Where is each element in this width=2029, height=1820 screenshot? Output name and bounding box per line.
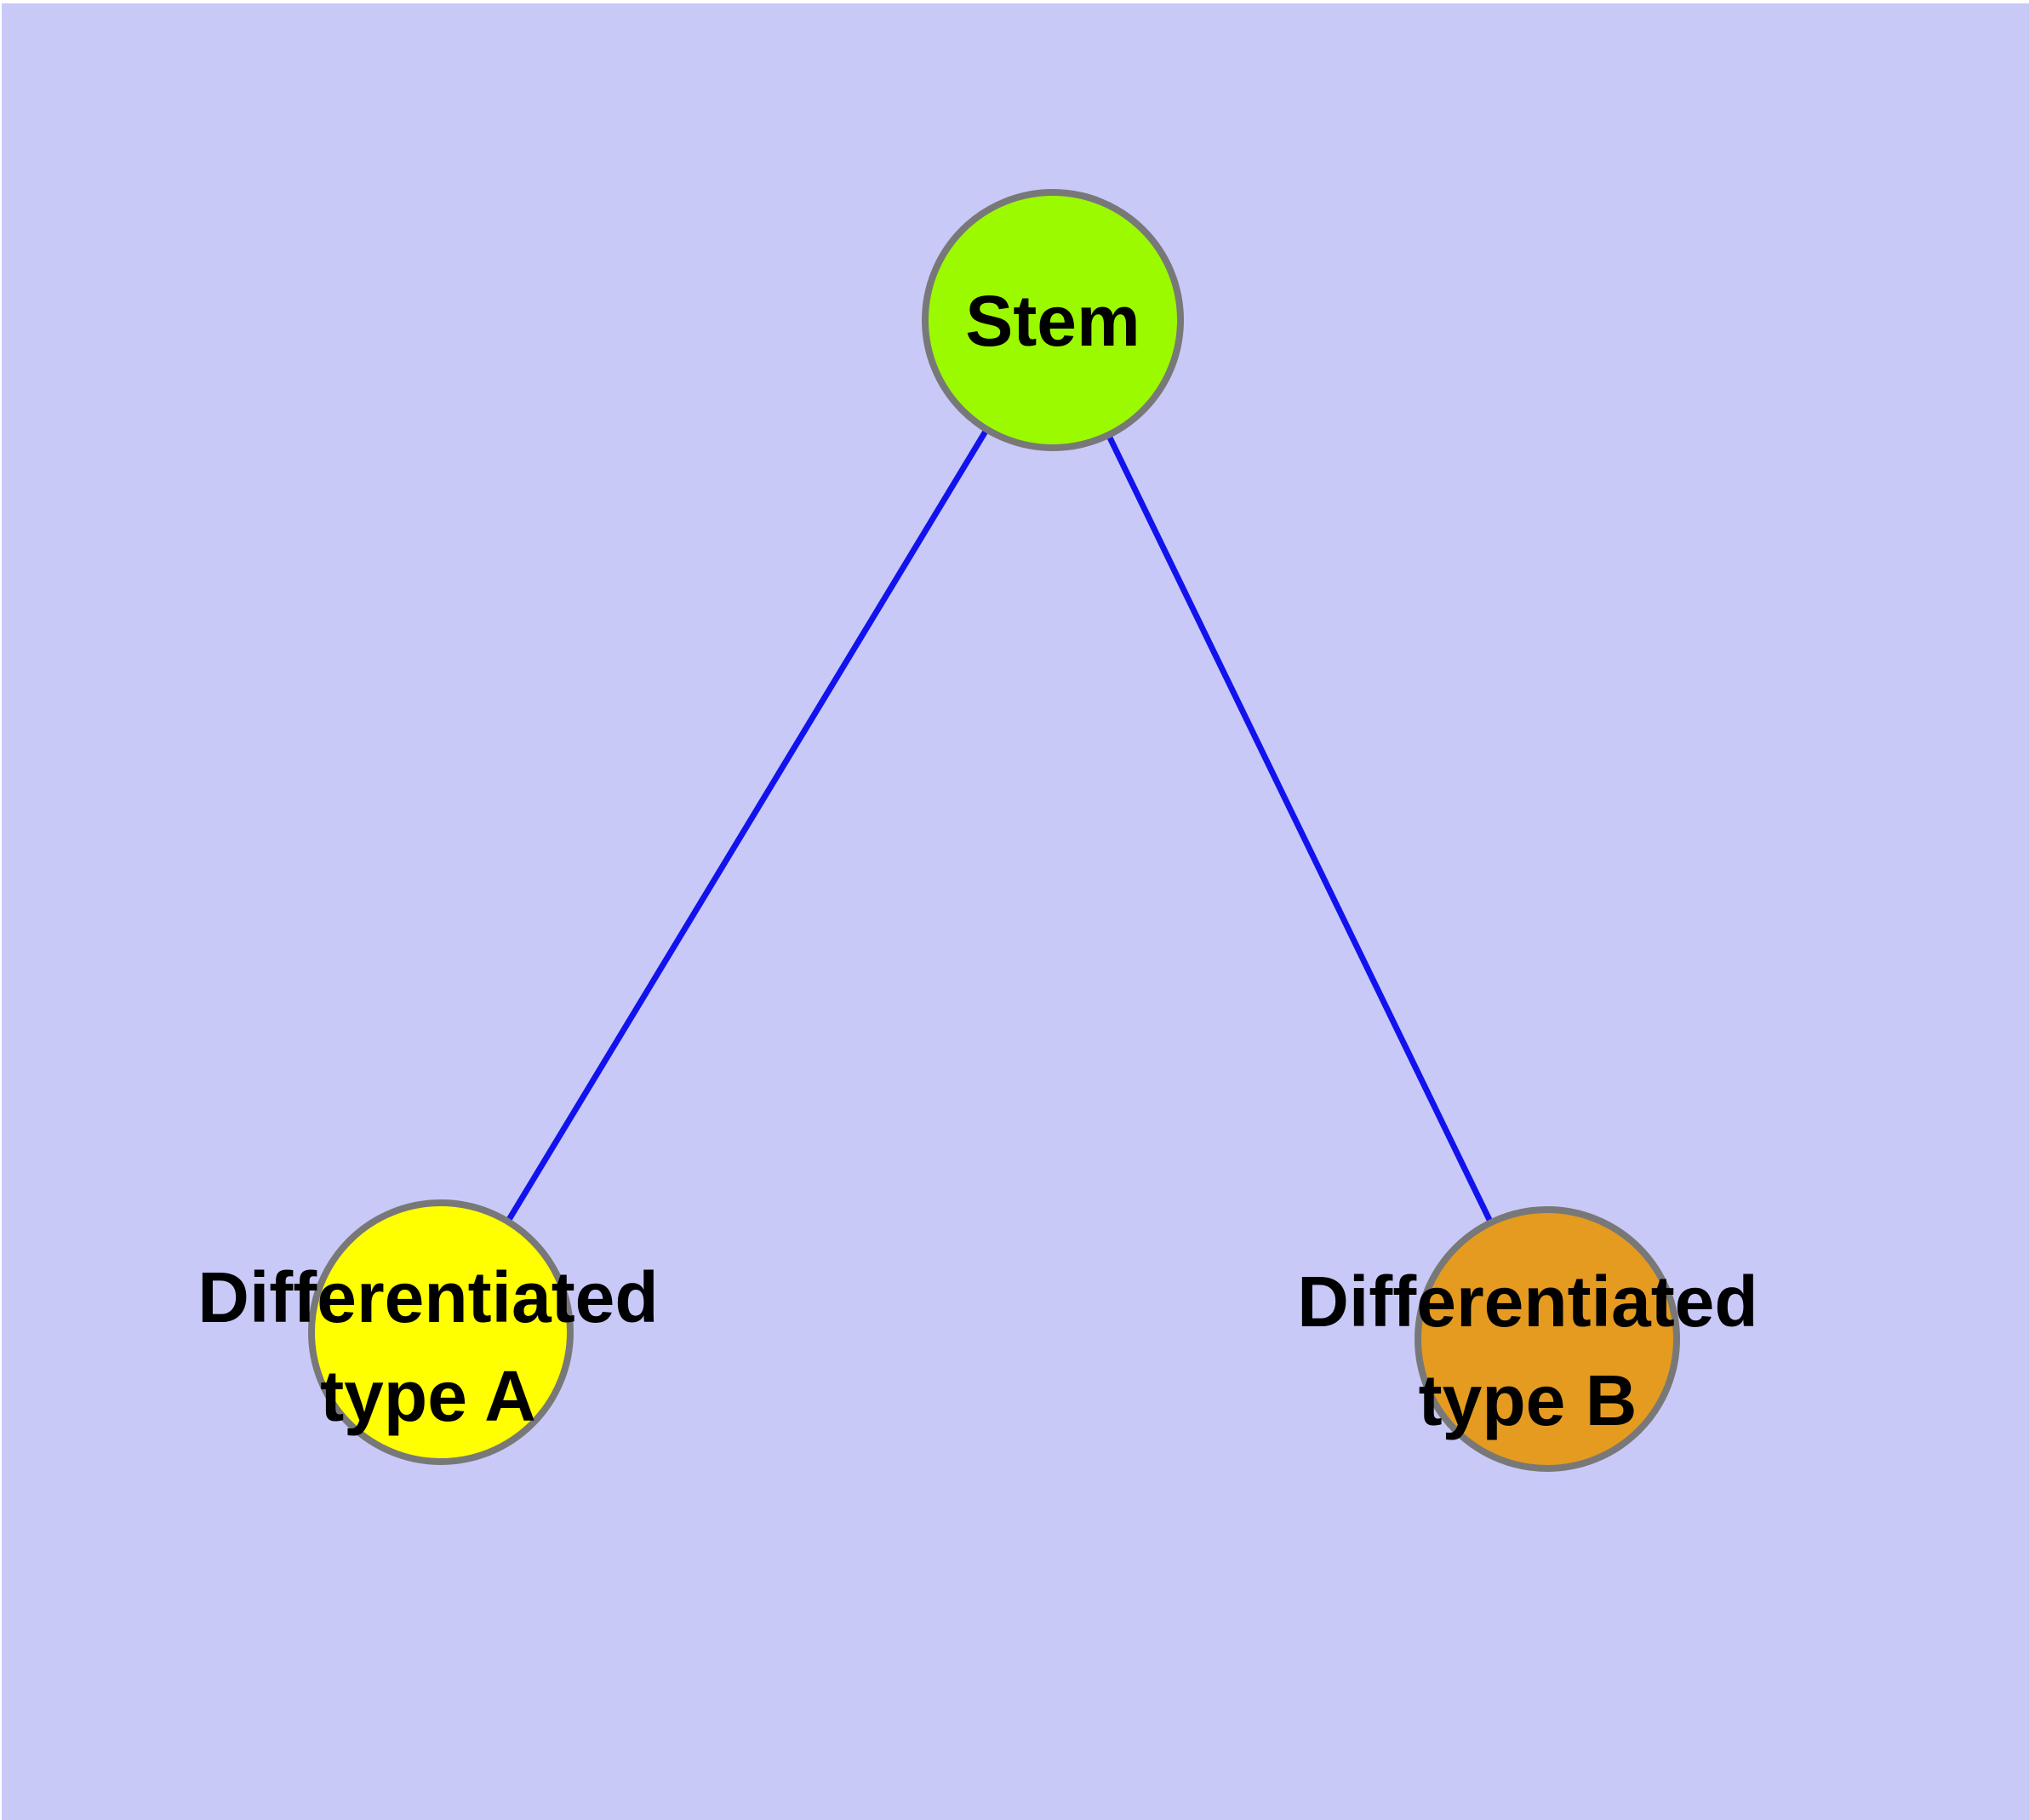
node-differentiated-a[interactable] <box>308 1199 574 1465</box>
node-differentiated-b[interactable] <box>1415 1206 1680 1472</box>
edge-stem-to-differentiated-b[interactable] <box>1049 318 1551 1341</box>
node-stem[interactable] <box>922 189 1184 451</box>
edge-stem-to-differentiated-a[interactable] <box>438 318 1055 1334</box>
